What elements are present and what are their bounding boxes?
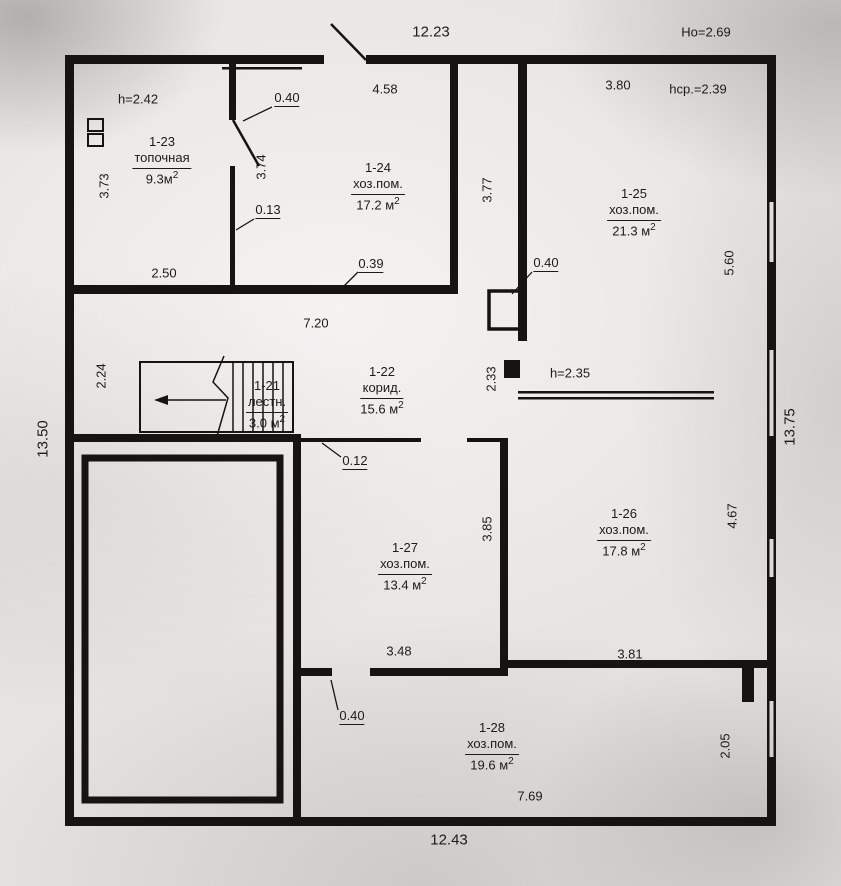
dim-3-73: 3.73: [96, 173, 112, 199]
room-name: хоз.пом.: [597, 522, 651, 541]
dim-5-60: 5.60: [721, 250, 737, 276]
dim-top-width: 12.23: [412, 23, 450, 41]
room-label-1-28: 1-28 хоз.пом. 19.6 м2: [465, 720, 519, 773]
dim-3-48: 3.48: [386, 643, 412, 659]
door-leaves: [231, 23, 367, 167]
dim-7-69: 7.69: [517, 788, 543, 804]
dim-2-05: 2.05: [717, 733, 733, 759]
dim-bottom-width: 12.43: [430, 831, 468, 849]
dim-door-bottom: 0.40: [339, 708, 365, 725]
room-name: хоз.пом.: [607, 202, 661, 221]
room-label-1-25: 1-25 хоз.пом. 21.3 м2: [607, 186, 661, 239]
note-h-boiler: h=2.42: [117, 91, 159, 107]
room-label-1-27: 1-27 хоз.пом. 13.4 м2: [378, 540, 432, 593]
dim-3-80: 3.80: [605, 77, 631, 93]
dim-3-81: 3.81: [617, 646, 643, 662]
dim-4-67: 4.67: [724, 503, 740, 529]
room-area: 9.3м2: [145, 169, 179, 186]
room-area: 21.3 м2: [612, 221, 656, 238]
leader-lines: [235, 106, 533, 711]
inner-walls: [74, 64, 767, 817]
room-name: хоз.пом.: [465, 736, 519, 755]
room-label-1-22: 1-22 корид. 15.6 м2: [360, 364, 403, 417]
dim-3-85: 3.85: [479, 516, 495, 542]
dim-door-top: 0.40: [274, 90, 300, 107]
dim-3-74: 3.74: [253, 154, 269, 180]
outer-walls: [65, 55, 776, 826]
storage-room-outline: [81, 454, 284, 804]
dim-0-12: 0.12: [342, 453, 368, 470]
room-area: 17.8 м2: [602, 541, 646, 558]
room-number: 1-27: [391, 540, 419, 555]
room-number: 1-22: [368, 364, 396, 379]
room-label-1-26: 1-26 хоз.пом. 17.8 м2: [597, 506, 651, 559]
room-name: корид.: [360, 380, 404, 399]
room-area: 13.4 м2: [383, 575, 427, 592]
dim-left-height: 13.50: [34, 420, 52, 458]
dim-7-20: 7.20: [303, 315, 329, 331]
niche: [487, 289, 518, 331]
room-number: 1-26: [610, 506, 638, 521]
room-name: лестн.: [245, 394, 289, 413]
room-name: топочная: [132, 150, 192, 169]
dim-door-right: 0.40: [533, 255, 559, 272]
room-label-1-21: 1-21 лестн. 3.0 м2: [245, 378, 289, 431]
dim-0-13: 0.13: [255, 202, 281, 219]
note-ho: Но=2.69: [681, 24, 731, 40]
dim-2-33: 2.33: [483, 366, 499, 392]
room-area: 15.6 м2: [360, 399, 404, 416]
note-h-mid: h=2.35: [549, 365, 591, 381]
room-label-1-24: 1-24 хоз.пом. 17.2 м2: [351, 160, 405, 213]
room-label-1-23: 1-23 топочная 9.3м2: [132, 134, 192, 187]
chimney-detail: [87, 118, 104, 147]
dim-2-24: 2.24: [93, 363, 109, 389]
room-area: 17.2 м2: [356, 195, 400, 212]
note-havg: hср.=2.39: [669, 81, 727, 97]
dim-right-height: 13.75: [781, 408, 799, 446]
window-symbols: [222, 67, 776, 757]
staircase: [139, 355, 294, 437]
room-number: 1-24: [364, 160, 392, 175]
room-area: 19.6 м2: [470, 755, 514, 772]
dim-4-58: 4.58: [372, 81, 398, 97]
room-number: 1-23: [148, 134, 176, 149]
room-number: 1-21: [253, 378, 281, 393]
room-number: 1-28: [478, 720, 506, 735]
room-area: 3.0 м2: [248, 413, 286, 430]
room-name: хоз.пом.: [378, 556, 432, 575]
dim-0-39: 0.39: [358, 256, 384, 273]
dim-2-50: 2.50: [151, 265, 177, 281]
room-number: 1-25: [620, 186, 648, 201]
dim-3-77: 3.77: [479, 177, 495, 203]
room-name: хоз.пом.: [351, 176, 405, 195]
